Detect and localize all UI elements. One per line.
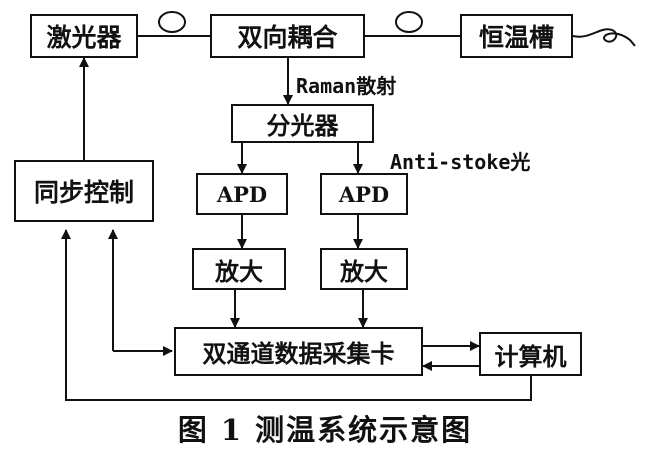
thermostat-box: 恒温槽: [460, 14, 573, 58]
sync-control-box: 同步控制: [14, 160, 154, 222]
computer-label: 计算机: [494, 341, 567, 371]
fiber-coil-2: [395, 11, 423, 33]
antistoke-label: Anti-stoke光: [390, 150, 531, 174]
splitter-label: 分光器: [266, 111, 339, 140]
arrow-computer-sync: [61, 229, 532, 401]
computer-box: 计算机: [479, 332, 582, 376]
thermostat-label: 恒温槽: [478, 23, 554, 52]
apd-left-label: APD: [216, 181, 268, 207]
amp-left-box: 放大: [192, 248, 286, 290]
daq-card-box: 双通道数据采集卡: [174, 327, 423, 376]
splitter-box: 分光器: [231, 104, 374, 143]
amp-right-box: 放大: [320, 248, 408, 290]
apd-right-label: APD: [338, 181, 390, 207]
apd-left-box: APD: [196, 173, 288, 215]
daq-card-label: 双通道数据采集卡: [202, 339, 395, 368]
amp-left-label: 放大: [215, 256, 263, 286]
apd-right-box: APD: [320, 173, 408, 215]
coupler-label: 双向耦合: [237, 23, 338, 52]
raman-label: Raman散射: [296, 74, 397, 98]
coupler-box: 双向耦合: [210, 14, 365, 58]
amp-right-label: 放大: [340, 256, 388, 286]
fiber-coil-1: [158, 11, 186, 33]
figure-caption: 图 1 测温系统示意图: [177, 413, 473, 447]
fiber-tail: [572, 28, 636, 47]
laser-box: 激光器: [30, 14, 138, 58]
laser-label: 激光器: [46, 23, 122, 52]
sync-control-label: 同步控制: [33, 178, 134, 207]
